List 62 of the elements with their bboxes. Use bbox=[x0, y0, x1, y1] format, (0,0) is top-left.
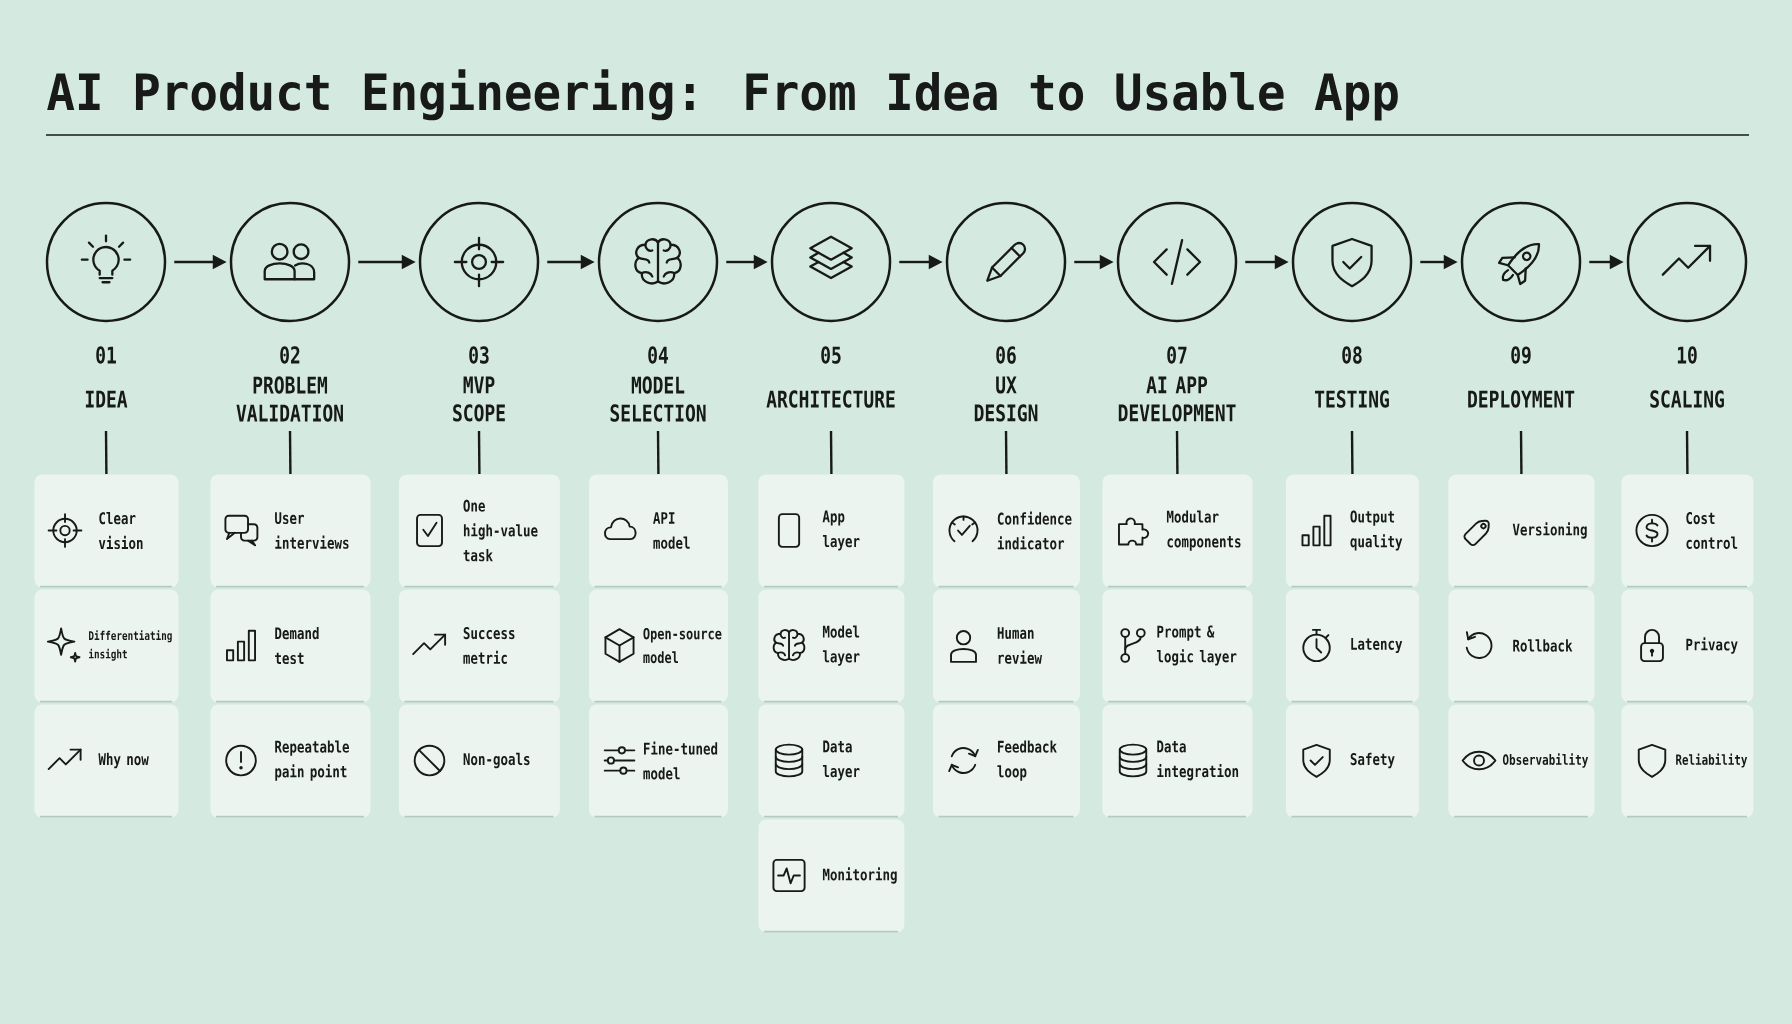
info-card: Why now bbox=[34, 704, 179, 818]
info-card: Clear vision bbox=[34, 474, 179, 588]
stage-title: IDEA bbox=[85, 390, 128, 408]
info-card: Output quality bbox=[1285, 474, 1419, 588]
info-card: Prompt & logic layer bbox=[1102, 589, 1253, 703]
stage-title: AI APP DEVELOPMENT bbox=[1118, 376, 1236, 422]
info-card: Monitoring bbox=[758, 819, 905, 933]
info-card: Differentiating insight bbox=[34, 589, 179, 703]
connector-line bbox=[1519, 431, 1523, 475]
info-card: Human review bbox=[932, 589, 1080, 703]
info-card: Rollback bbox=[1448, 589, 1595, 703]
connector-line bbox=[656, 431, 660, 475]
step-number: 10 bbox=[1677, 346, 1697, 364]
info-card: Repeatable pain point bbox=[210, 704, 371, 818]
info-card: Data integration bbox=[1102, 704, 1253, 818]
info-card: One high-value task bbox=[398, 474, 560, 588]
info-card: Demand test bbox=[210, 589, 371, 703]
info-card: Model layer bbox=[758, 589, 905, 703]
step-number: 08 bbox=[1342, 346, 1362, 364]
step-number: 01 bbox=[96, 346, 116, 364]
info-card: Fine-tuned model bbox=[588, 704, 728, 818]
info-card: Versioning bbox=[1448, 474, 1595, 588]
info-card: Open-source model bbox=[588, 589, 728, 703]
stage-title: DEPLOYMENT bbox=[1468, 390, 1575, 408]
info-card: Feedback loop bbox=[932, 704, 1080, 818]
info-card: User interviews bbox=[210, 474, 371, 588]
info-card: Safety bbox=[1285, 704, 1419, 818]
connector-line bbox=[829, 431, 833, 474]
stage-title: MODEL SELECTION bbox=[610, 376, 706, 422]
info-card: Modular components bbox=[1102, 474, 1253, 588]
info-card: Cost control bbox=[1621, 474, 1754, 588]
info-card: Confidence indicator bbox=[932, 474, 1080, 588]
info-card: API model bbox=[588, 474, 728, 588]
info-card: Non-goals bbox=[398, 704, 560, 818]
stage-title: PROBLEM VALIDATION bbox=[236, 376, 343, 422]
stage-title: TESTING bbox=[1315, 390, 1389, 408]
step-number: 03 bbox=[469, 346, 489, 364]
step-number: 02 bbox=[280, 346, 300, 364]
connector-line bbox=[1685, 431, 1689, 475]
info-card: Privacy bbox=[1621, 589, 1754, 703]
step-number: 07 bbox=[1167, 346, 1187, 364]
stage-title: ARCHITECTURE bbox=[766, 390, 895, 408]
info-card: Latency bbox=[1285, 589, 1419, 703]
step-number: 05 bbox=[821, 346, 841, 364]
connector-line bbox=[288, 431, 292, 475]
connector-line bbox=[104, 431, 108, 474]
info-card: App layer bbox=[758, 474, 905, 588]
step-number: 06 bbox=[996, 346, 1016, 364]
stage-title: SCALING bbox=[1650, 390, 1724, 408]
connector-line bbox=[1350, 431, 1354, 475]
info-card: Observability bbox=[1448, 704, 1595, 818]
info-card: Reliability bbox=[1621, 704, 1754, 818]
stage-title: UX DESIGN bbox=[974, 376, 1038, 422]
step-number: 09 bbox=[1511, 346, 1531, 364]
step-number: 04 bbox=[648, 346, 668, 364]
connector-line bbox=[477, 431, 481, 474]
stage-title: MVP SCOPE bbox=[453, 376, 505, 422]
info-card: Success metric bbox=[398, 589, 560, 703]
connector-line bbox=[1004, 431, 1008, 475]
info-card: Data layer bbox=[758, 704, 905, 818]
connector-line bbox=[1175, 431, 1179, 475]
page-title: AI Product Engineering: From Idea to Usable App bbox=[47, 69, 1398, 121]
